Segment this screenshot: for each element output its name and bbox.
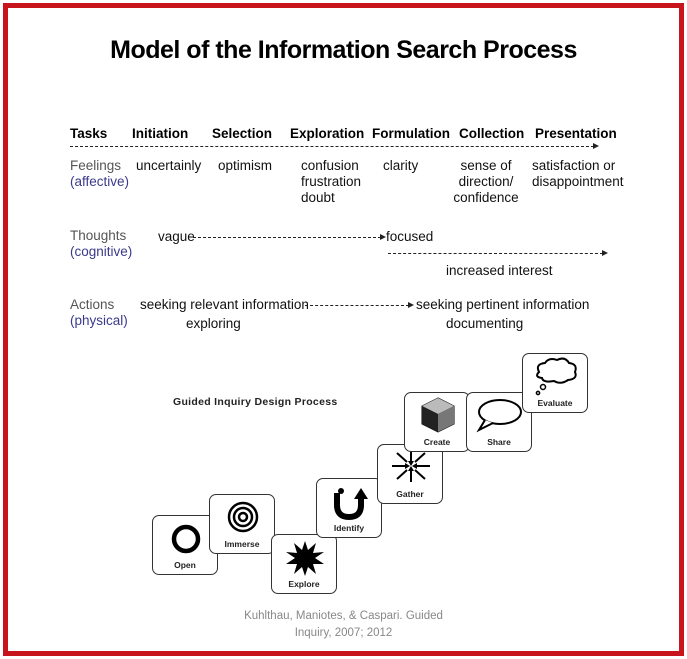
feeling-selection: optimism <box>218 158 273 173</box>
action-documenting: documenting <box>446 316 524 331</box>
gid-title: Guided Inquiry Design Process <box>173 396 338 408</box>
speech-bubble-icon <box>476 399 522 433</box>
gid-step-immerse: Immerse <box>209 494 275 554</box>
gid-step-identify: Identify <box>316 478 382 538</box>
header-tasks: Tasks <box>70 126 108 141</box>
gid-step-create: Create <box>404 392 470 452</box>
thought-increased-interest: increased interest <box>446 263 553 278</box>
header-collection: Collection <box>459 126 525 141</box>
ring-icon <box>171 524 201 554</box>
u-turn-arrow-icon <box>334 488 368 521</box>
thought-vague: vague <box>158 229 195 244</box>
citation-credit: Kuhlthau, Maniotes, & Caspari. Guided In… <box>244 610 443 639</box>
gid-step-open: Open <box>152 515 218 575</box>
action-seeking-pertinent: seeking pertinent information <box>416 297 590 312</box>
action-arrow-line <box>305 302 414 308</box>
thought-arrow-line <box>193 234 386 240</box>
hexagon-cube-icon <box>421 397 455 433</box>
action-seeking-relevant: seeking relevant information <box>140 297 309 312</box>
feeling-initiation: uncertainly <box>136 158 202 173</box>
gid-step-share: Share <box>466 392 532 452</box>
feeling-presentation: satisfaction or disappointment <box>532 158 624 189</box>
header-exploration: Exploration <box>290 126 365 141</box>
header-presentation: Presentation <box>535 126 617 141</box>
gid-step-evaluate: Evaluate <box>522 353 588 413</box>
feeling-exploration: confusion frustration doubt <box>301 158 362 205</box>
header-arrow-line <box>70 143 599 149</box>
actions-label: Actions (physical) <box>70 297 128 328</box>
target-icon <box>227 501 259 533</box>
feeling-collection: sense of direction/ confidence <box>453 158 519 205</box>
action-exploring: exploring <box>186 316 241 331</box>
header-formulation: Formulation <box>372 126 450 141</box>
feelings-label: Feelings (affective) <box>70 158 130 189</box>
header-selection: Selection <box>212 126 273 141</box>
thought-bubble-icon <box>535 357 577 396</box>
page-title: Model of the Information Search Process <box>110 36 577 64</box>
interest-arrow-line <box>388 250 608 256</box>
thoughts-label: Thoughts (cognitive) <box>70 228 133 259</box>
gid-step-gather: Gather <box>377 444 443 504</box>
thought-focused: focused <box>386 229 434 244</box>
gid-step-explore: Explore <box>271 534 337 594</box>
red-border-frame <box>3 3 684 656</box>
feeling-formulation: clarity <box>383 158 419 173</box>
header-initiation: Initiation <box>132 126 189 141</box>
starburst-icon <box>286 541 324 576</box>
arrows-inward-icon <box>392 450 430 482</box>
